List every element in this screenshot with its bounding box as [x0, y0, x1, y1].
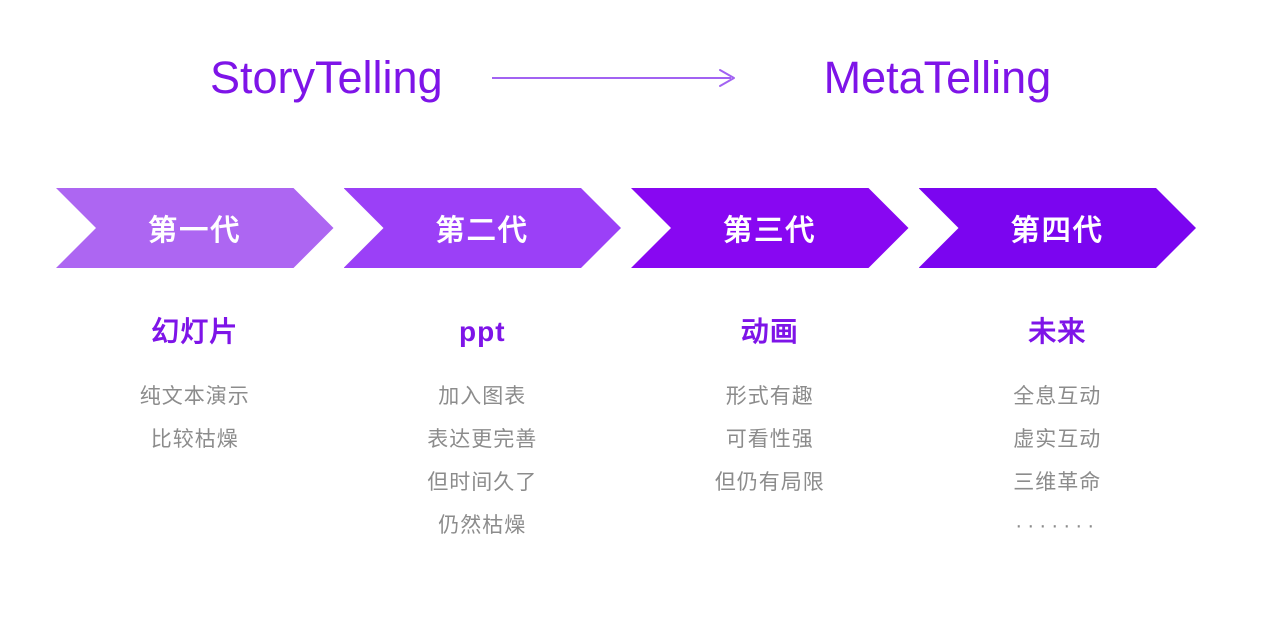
point-line-ellipsis: ······· [1015, 514, 1100, 537]
chevron-label: 第四代 [1010, 215, 1104, 247]
header: StoryTelling MetaTelling [0, 0, 1268, 104]
column-generation-4: 未来 全息互动 虚实互动 三维革命 ······· [919, 315, 1197, 547]
point-line: 表达更完善 [427, 428, 538, 451]
column-generation-2: ppt 加入图表 表达更完善 但时间久了 仍然枯燥 [344, 315, 622, 547]
point-line: 形式有趣 [725, 385, 814, 408]
column-title: 未来 [1028, 316, 1087, 347]
chevron-label: 第三代 [723, 215, 817, 247]
point-line: 但时间久了 [427, 471, 538, 494]
description-columns: 幻灯片 纯文本演示 比较枯燥 ppt 加入图表 表达更完善 但时间久了 仍然枯燥… [56, 315, 1196, 547]
point-line: 仍然枯燥 [438, 514, 527, 537]
point-line: 三维革命 [1013, 471, 1102, 494]
column-points: 加入图表 表达更完善 但时间久了 仍然枯燥 [344, 375, 622, 547]
point-line: 纯文本演示 [139, 385, 250, 408]
column-points: 纯文本演示 比较枯燥 [56, 375, 334, 461]
column-generation-1: 幻灯片 纯文本演示 比较枯燥 [56, 315, 334, 547]
column-title: ppt [458, 316, 506, 347]
generation-chevron-4: 第四代 [919, 188, 1197, 268]
point-line: 虚实互动 [1013, 428, 1102, 451]
flow-arrow-icon [491, 69, 735, 87]
right-title: MetaTelling [823, 52, 1052, 103]
point-line: 加入图表 [438, 385, 527, 408]
column-generation-3: 动画 形式有趣 可看性强 但仍有局限 [631, 315, 909, 547]
column-points: 形式有趣 可看性强 但仍有局限 [631, 375, 909, 504]
column-title: 幻灯片 [151, 316, 239, 347]
column-points: 全息互动 虚实互动 三维革命 ······· [919, 375, 1197, 547]
left-title: StoryTelling [210, 52, 443, 103]
generation-chevron-1: 第一代 [56, 188, 334, 268]
point-line: 比较枯燥 [150, 428, 239, 451]
chevron-label: 第二代 [435, 215, 529, 247]
column-title: 动画 [740, 316, 799, 347]
generation-chevron-2: 第二代 [344, 188, 622, 268]
point-line: 但仍有局限 [714, 471, 825, 494]
point-line: 全息互动 [1013, 385, 1102, 408]
chevron-label: 第一代 [148, 215, 242, 247]
generation-chevron-row: 第一代 第二代 第三代 第四代 [56, 188, 1196, 268]
generation-chevron-3: 第三代 [631, 188, 909, 268]
point-line: 可看性强 [725, 428, 814, 451]
